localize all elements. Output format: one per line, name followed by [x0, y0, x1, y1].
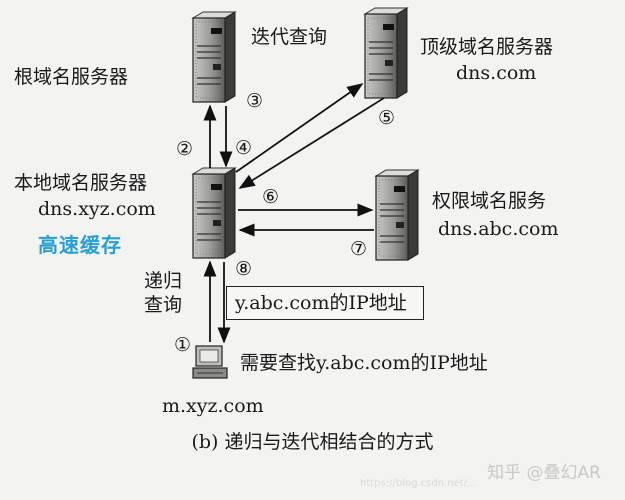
step-6-label: ⑥: [262, 186, 280, 208]
step-7-label: ⑦: [350, 238, 368, 260]
step-2-label: ②: [176, 138, 194, 160]
authoritative-server-icon: [375, 169, 419, 261]
local-server-label: 本地域名服务器: [14, 172, 148, 194]
recursive-query-label-line1: 递归: [144, 270, 183, 292]
host-request-label: 需要查找y.abc.com的IP地址: [240, 352, 488, 374]
authoritative-server-domain: dns.abc.com: [438, 218, 559, 240]
host-domain-label: m.xyz.com: [162, 395, 264, 417]
root-server-label: 根域名服务器: [14, 66, 129, 88]
authoritative-server-label: 权限域名服务: [432, 190, 547, 212]
watermark-url: https://blog.csdn.net/...: [360, 478, 477, 489]
step-5-label: ⑤: [378, 107, 396, 129]
answer-box: y.abc.com的IP地址: [226, 286, 424, 320]
tld-server-icon: [364, 7, 408, 99]
arrow-step-5: [238, 97, 385, 189]
host-computer-icon: [192, 345, 228, 379]
tld-server-label: 顶级域名服务器: [420, 36, 554, 58]
watermark: 知乎 @叠幻AR: [487, 463, 601, 483]
local-server-icon: [192, 167, 236, 259]
step-4-label: ④: [235, 137, 253, 159]
step-8-label: ⑧: [235, 258, 253, 280]
root-server-icon: [192, 11, 236, 103]
figure-caption: (b) 递归与迭代相结合的方式: [191, 431, 434, 453]
cache-label: 高速缓存: [38, 233, 122, 257]
step-1-label: ①: [174, 334, 192, 356]
step-3-label: ③: [246, 90, 264, 112]
local-server-domain: dns.xyz.com: [38, 198, 156, 220]
recursive-query-label-line2: 查询: [144, 294, 183, 316]
arrow-step-4: [235, 83, 364, 173]
tld-server-domain: dns.com: [456, 62, 537, 84]
iterative-query-label: 迭代查询: [251, 26, 328, 48]
